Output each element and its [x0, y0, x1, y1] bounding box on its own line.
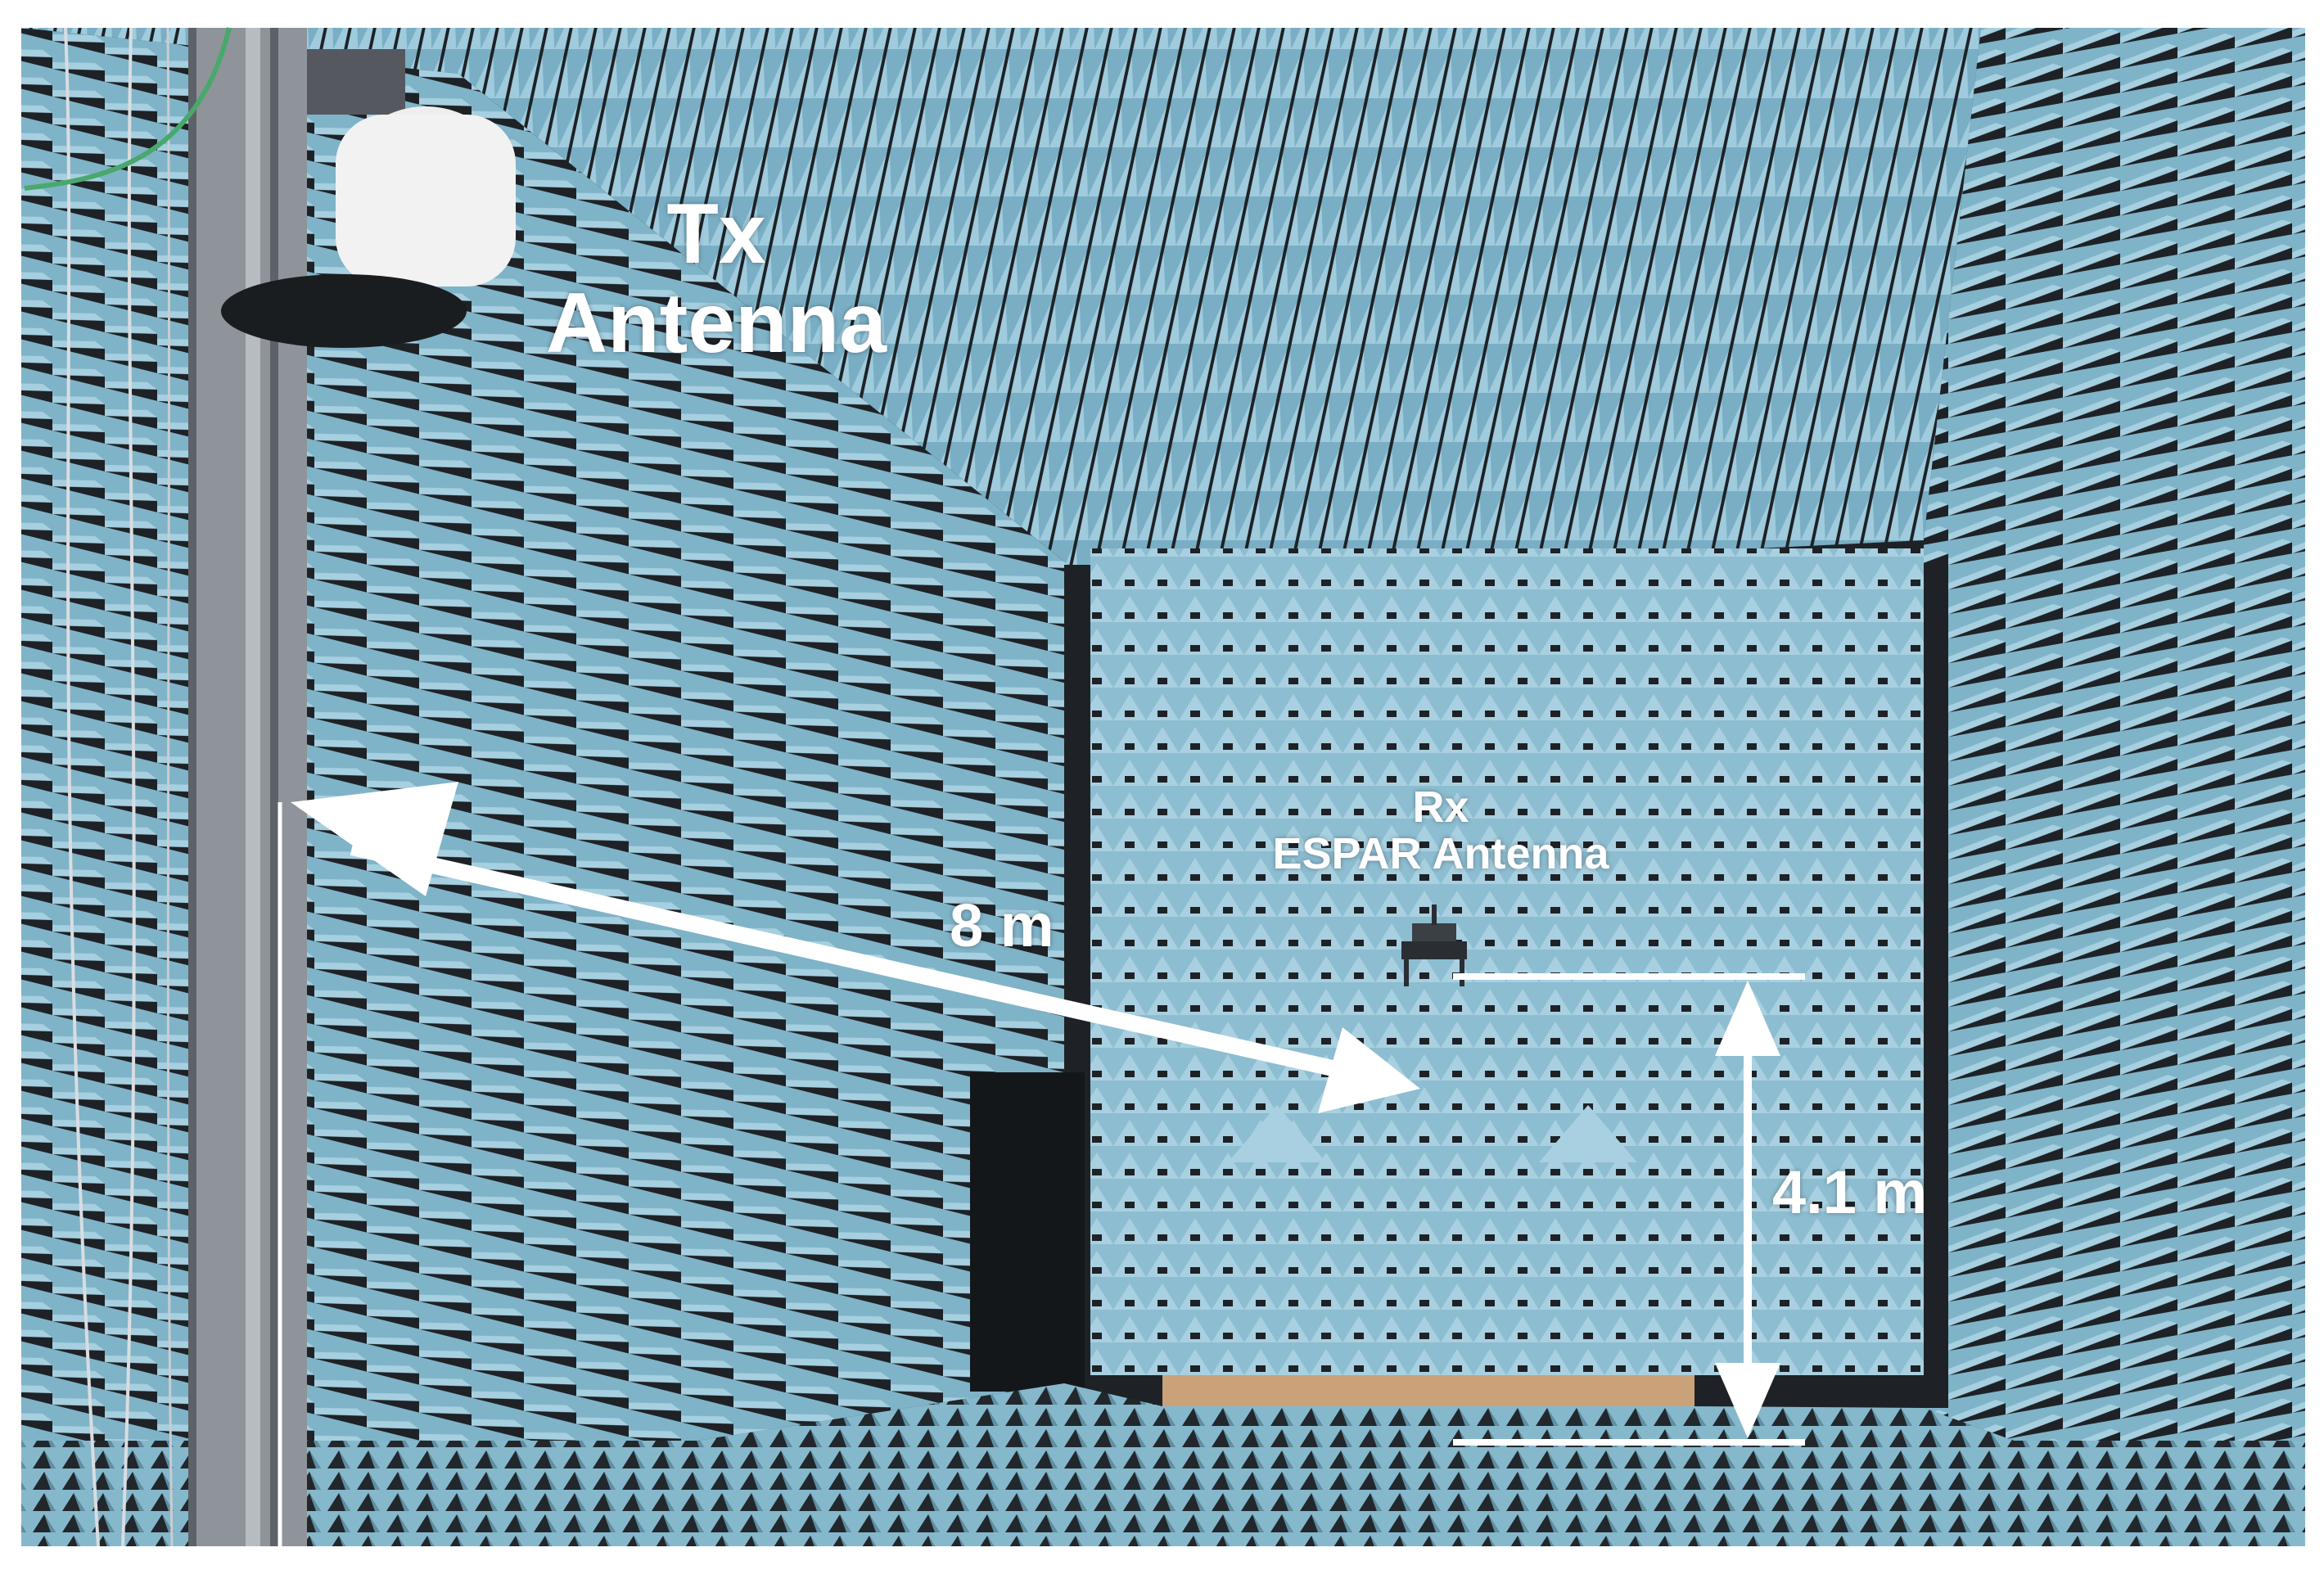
- ceiling-absorbers: [21, 28, 1981, 581]
- rx-antenna-label: Rx ESPAR Antenna: [1228, 784, 1654, 877]
- distance-arrow: [291, 782, 1420, 1113]
- wood-platform: [1162, 1375, 1694, 1406]
- height-marker: [1453, 973, 1805, 1446]
- tx-label-line2: Antenna: [546, 276, 887, 372]
- tx-antenna-body: [221, 49, 516, 348]
- espar-antenna: [1401, 905, 1467, 986]
- distance-label: 8 m: [950, 891, 1054, 959]
- tx-mast: [188, 28, 307, 1546]
- tx-antenna-label: Tx Antenna: [532, 187, 900, 372]
- rx-label-line2: ESPAR Antenna: [1272, 828, 1609, 878]
- rx-label-line1: Rx: [1412, 783, 1469, 832]
- tx-label-line1: Tx: [666, 187, 766, 282]
- height-label: 4.1 m: [1772, 1158, 1928, 1226]
- right-wall-absorbers: [1924, 28, 2305, 1546]
